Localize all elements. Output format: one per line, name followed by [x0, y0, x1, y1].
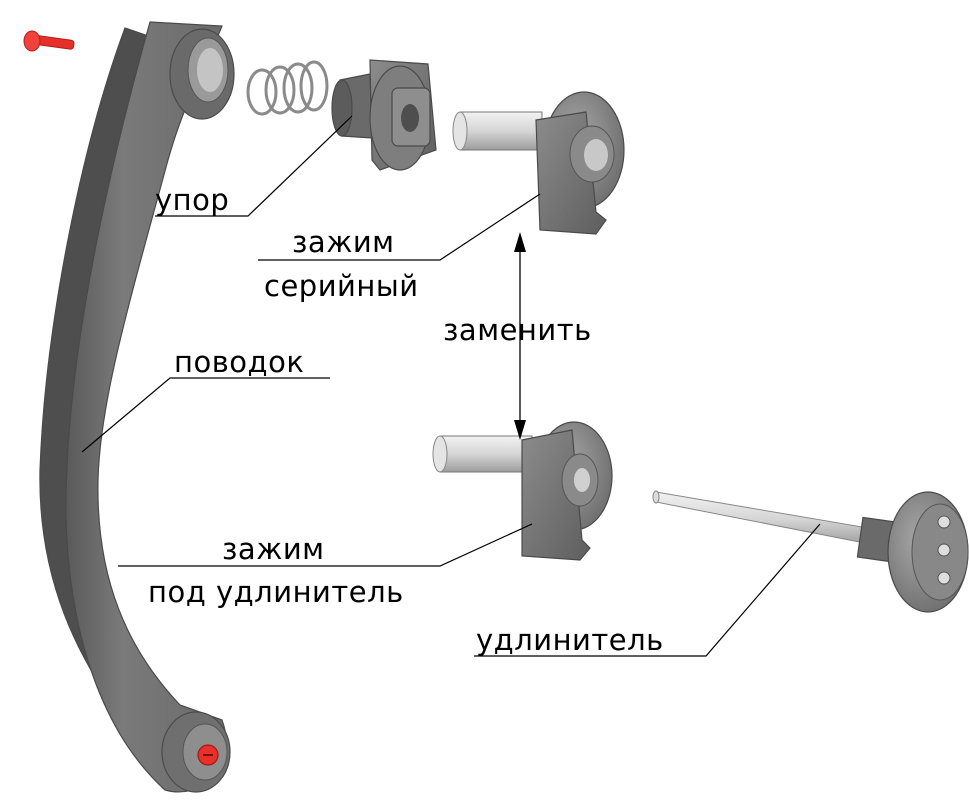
label-serial-clamp-line1: зажим	[292, 225, 395, 259]
stop-part	[331, 59, 437, 171]
serial-clamp-part	[452, 91, 625, 235]
lever-part	[39, 21, 235, 793]
label-replace: заменить	[443, 313, 592, 347]
extender-clamp-part	[432, 421, 613, 561]
leader-lines	[81, 115, 821, 657]
label-serial-clamp-line2: серийный	[264, 269, 419, 303]
label-extender: удлинитель	[476, 623, 664, 657]
label-extender-clamp-line2: под удлинитель	[148, 575, 404, 609]
spring-part	[246, 60, 329, 116]
red-screw-part	[23, 30, 75, 52]
label-lever: поводок	[174, 345, 304, 379]
label-stop: упор	[155, 183, 229, 217]
label-extender-clamp-line1: зажим	[222, 532, 325, 566]
replace-arrow	[514, 232, 526, 440]
extender-part	[652, 490, 969, 613]
